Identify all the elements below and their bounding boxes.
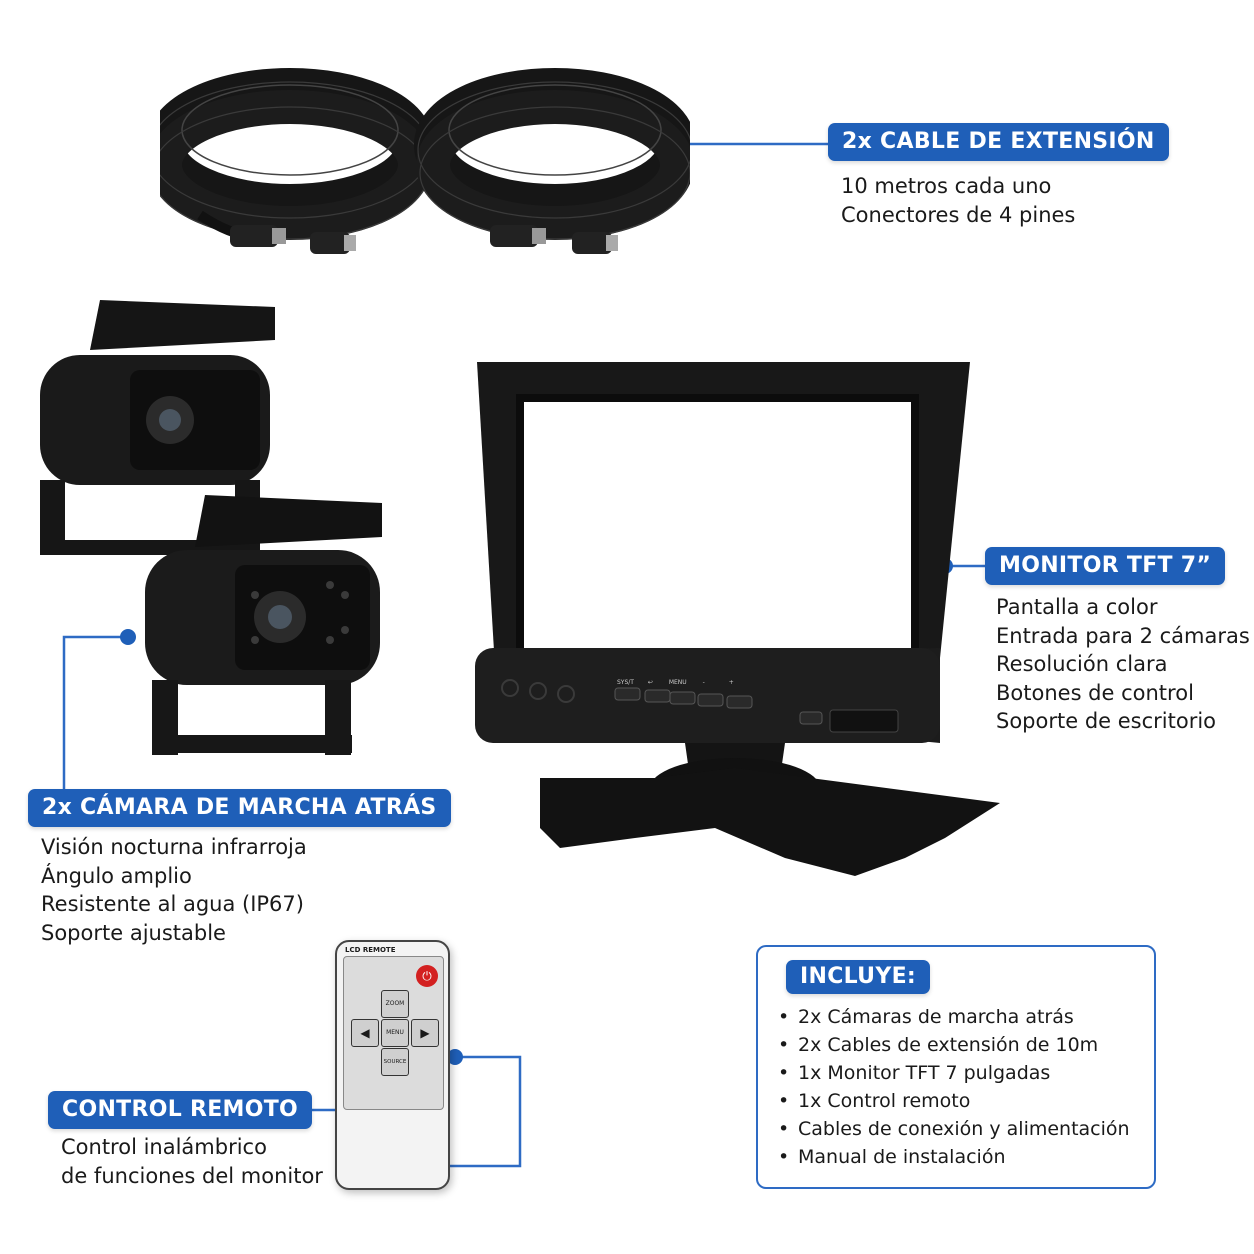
- cable-coil-left: [160, 68, 434, 254]
- includes-list: • 2x Cámaras de marcha atrás • 2x Cables d…: [778, 1003, 1130, 1171]
- includes-item-text: 2x Cámaras de marcha atrás: [798, 1006, 1074, 1028]
- power-icon[interactable]: ⏻: [416, 965, 438, 987]
- remote-title: CONTROL REMOTO: [48, 1091, 313, 1129]
- monitor-line: Soporte de escritorio: [996, 709, 1217, 733]
- camera-line: Visión nocturna infrarroja: [41, 835, 307, 859]
- monitor-line: Entrada para 2 cámaras: [996, 623, 1250, 648]
- monitor-screen: [516, 394, 919, 662]
- extension-cables-image: [160, 68, 690, 254]
- monitor-description: Pantalla a color Entrada para 2 cámaras …: [996, 593, 1250, 736]
- camera-front: [145, 495, 382, 755]
- includes-item-text: 1x Monitor TFT 7 pulgadas: [798, 1062, 1051, 1084]
- remote-line: de funciones del monitor: [61, 1163, 323, 1188]
- camera-callout-dot: [120, 629, 136, 645]
- includes-item: • 1x Monitor TFT 7 pulgadas: [778, 1059, 1130, 1087]
- monitor-btn-label: -: [702, 679, 705, 686]
- includes-item-text: Manual de instalación: [798, 1146, 1006, 1168]
- cable-description: 10 metros cada uno Conectores de 4 pines: [841, 172, 1075, 229]
- includes-item: • 1x Control remoto: [778, 1087, 1130, 1115]
- bullet-icon: •: [778, 1146, 790, 1168]
- includes-item-text: 1x Control remoto: [798, 1090, 971, 1112]
- monitor-line: Botones de control: [996, 680, 1194, 705]
- monitor-image: [475, 362, 1000, 876]
- remote-header: LCD REMOTE: [345, 946, 396, 954]
- bullet-icon: •: [778, 1006, 790, 1028]
- remote-key-panel: ⏻ ZOOM ◀ MENU ▶ SOURCE: [343, 956, 444, 1110]
- monitor-btn-label: ↩: [647, 679, 653, 686]
- remote-up-key[interactable]: ZOOM: [381, 990, 409, 1018]
- includes-item: • 2x Cables de extensión de 10m: [778, 1031, 1130, 1059]
- includes-item-text: 2x Cables de extensión de 10m: [798, 1034, 1099, 1056]
- camera-title: 2x CÁMARA DE MARCHA ATRÁS: [28, 789, 451, 827]
- remote-left-icon[interactable]: ◀: [351, 1019, 379, 1047]
- remote-description: Control inalámbrico de funciones del mon…: [61, 1134, 323, 1191]
- includes-box: [756, 945, 1156, 1189]
- monitor-btn-label: +: [728, 679, 734, 686]
- camera-line: Ángulo amplio: [41, 863, 192, 888]
- monitor-btn-label: MENU: [668, 679, 687, 686]
- bullet-icon: •: [778, 1118, 790, 1140]
- includes-item: • Manual de instalación: [778, 1143, 1130, 1171]
- remote-line: Control inalámbrico: [61, 1135, 267, 1159]
- remote-control-image: LCD REMOTE ⏻ ZOOM ◀ MENU ▶ SOURCE: [335, 940, 450, 1190]
- monitor-button-labels: SYS/T ↩ MENU - +: [617, 679, 767, 686]
- monitor-btn-label: SYS/T: [617, 679, 634, 686]
- cable-title: 2x CABLE DE EXTENSIÓN: [828, 123, 1169, 161]
- bullet-icon: •: [778, 1090, 790, 1112]
- bullet-icon: •: [778, 1062, 790, 1084]
- monitor-line: Resolución clara: [996, 652, 1168, 676]
- includes-item: • 2x Cámaras de marcha atrás: [778, 1003, 1130, 1031]
- camera-line: Resistente al agua (IP67): [41, 892, 304, 916]
- includes-item-text: Cables de conexión y alimentación: [798, 1118, 1130, 1140]
- remote-right-icon[interactable]: ▶: [411, 1019, 439, 1047]
- monitor-line: Pantalla a color: [996, 595, 1158, 619]
- camera-description: Visión nocturna infrarroja Ángulo amplio…: [41, 833, 307, 947]
- remote-center-key[interactable]: MENU: [381, 1019, 409, 1047]
- cable-coil-right: [414, 68, 690, 254]
- cable-line: 10 metros cada uno: [841, 174, 1052, 198]
- monitor-title: MONITOR TFT 7”: [985, 547, 1226, 585]
- includes-title: INCLUYE:: [786, 960, 930, 994]
- rear-cameras-image: [40, 300, 382, 755]
- bullet-icon: •: [778, 1034, 790, 1056]
- cable-line: Conectores de 4 pines: [841, 202, 1076, 227]
- remote-callout-dot: [447, 1049, 463, 1065]
- remote-down-key[interactable]: SOURCE: [381, 1048, 409, 1076]
- includes-item: • Cables de conexión y alimentación: [778, 1115, 1130, 1143]
- camera-line: Soporte ajustable: [41, 920, 226, 945]
